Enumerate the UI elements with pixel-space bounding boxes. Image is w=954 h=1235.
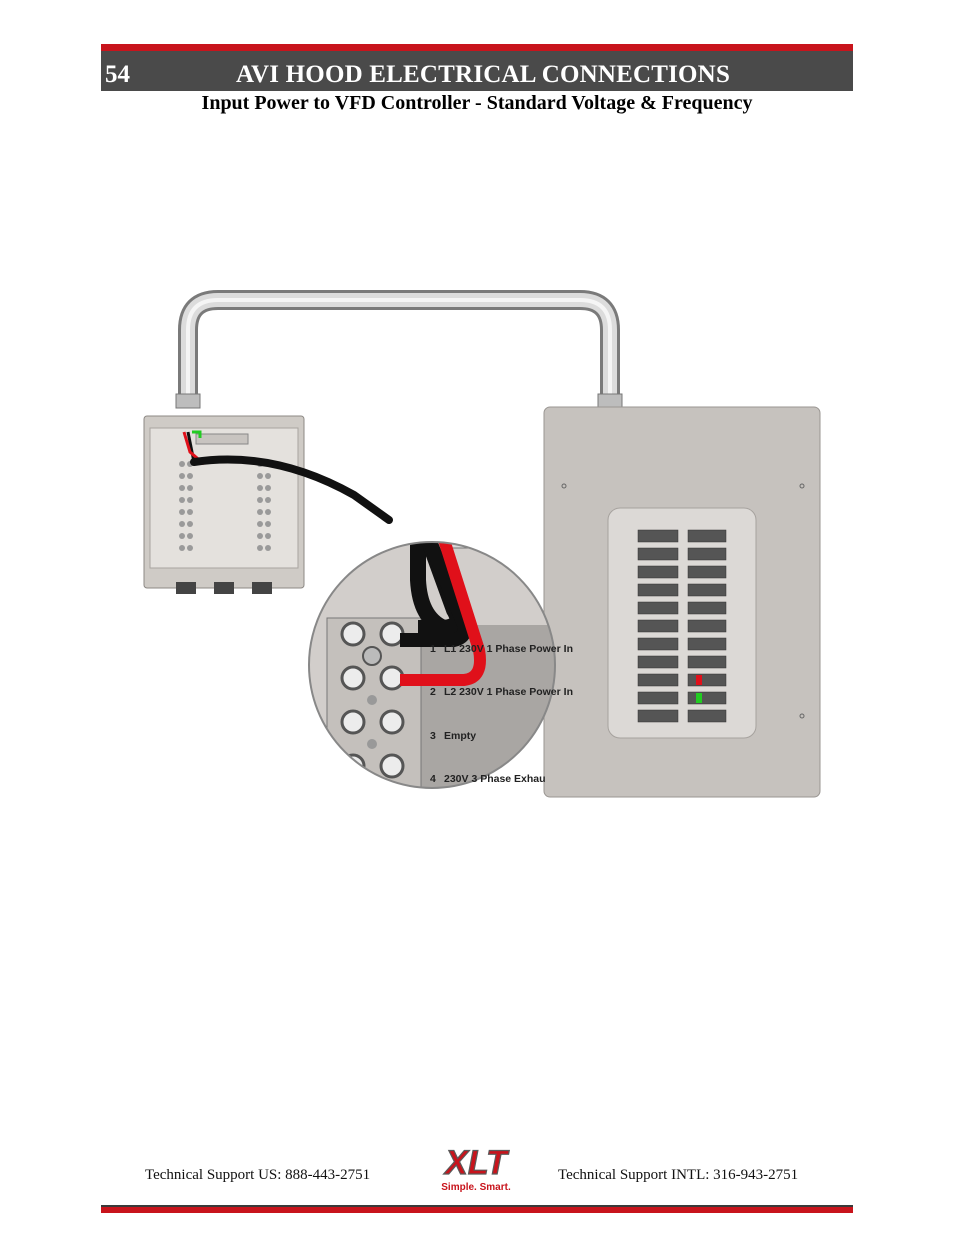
wiring-diagram: 1 L1 230V 1 Phase Power In 2 L2 230V 1 P… [124, 280, 831, 810]
terminal-label-2-num: 2 [430, 686, 436, 698]
terminal-label-1: L1 230V 1 Phase Power In [444, 643, 573, 655]
breaker-panel [543, 406, 821, 798]
power-cable [190, 455, 393, 524]
logo-tagline: Simple. Smart. [441, 1182, 511, 1193]
page-number: 54 [105, 61, 130, 88]
breaker-rows [637, 529, 727, 723]
vfd-controller-box [143, 415, 305, 594]
terminal-label-1-num: 1 [430, 643, 436, 655]
xlt-logo: XLT Simple. Smart. [441, 1143, 511, 1193]
terminal-label-4-num: 4 [430, 773, 436, 785]
terminal-label-3: Empty [444, 730, 476, 742]
page-subtitle: Input Power to VFD Controller - Standard… [201, 92, 753, 114]
terminal-label-2: L2 230V 1 Phase Power In [444, 686, 573, 698]
logo-text: XLT [443, 1144, 510, 1182]
support-us-phone: Technical Support US: 888-443-2751 [145, 1167, 371, 1183]
terminal-label-3-num: 3 [430, 730, 436, 742]
zoom-detail: 1 L1 230V 1 Phase Power In 2 L2 230V 1 P… [308, 541, 573, 789]
terminal-label-4: 230V 3 Phase Exhau [444, 773, 546, 785]
page-header: 54 AVI HOOD ELECTRICAL CONNECTIONS [101, 44, 853, 91]
conduit-pipe [175, 290, 623, 409]
footer-bar [101, 1205, 853, 1213]
page-title: AVI HOOD ELECTRICAL CONNECTIONS [236, 61, 731, 88]
support-intl-phone: Technical Support INTL: 316-943-2751 [558, 1167, 799, 1183]
